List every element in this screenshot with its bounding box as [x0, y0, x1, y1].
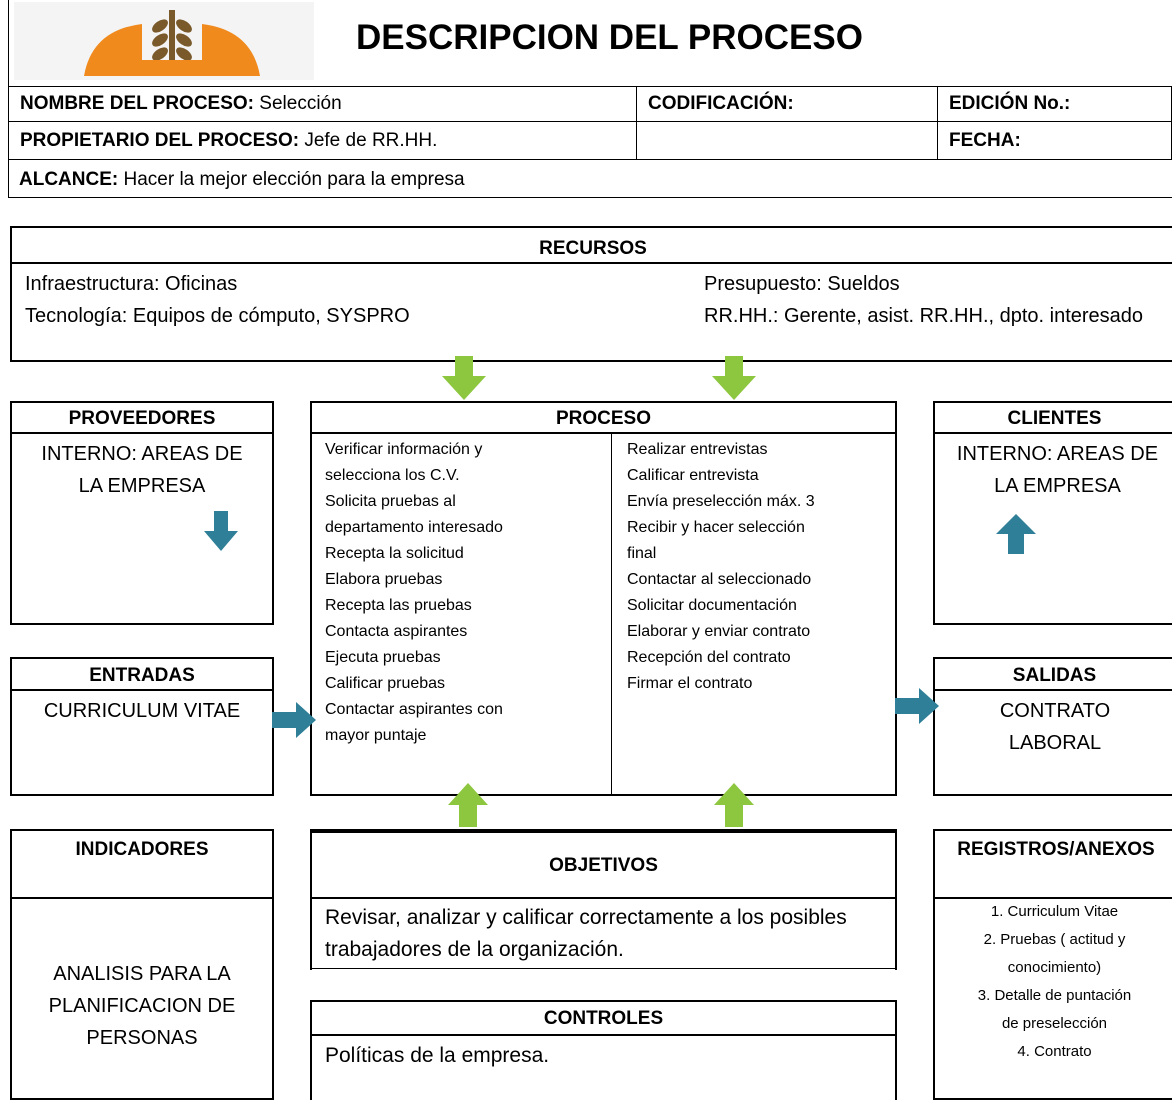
proceso-step: Contacta aspirantes: [325, 623, 468, 640]
nombre-proceso-cell: NOMBRE DEL PROCESO: Selección: [8, 86, 637, 122]
clientes-title: CLIENTES: [1007, 408, 1102, 429]
indicadores-box: [10, 829, 274, 1100]
proceso-step: Contactar al seleccionado: [627, 571, 812, 588]
salidas-divider: [933, 689, 1172, 691]
arrow-down-icon: [204, 511, 238, 551]
recursos-infraestructura: Infraestructura: Oficinas: [25, 273, 238, 295]
objetivos-text: Revisar, analizar y calificar correctame…: [325, 906, 847, 961]
proceso-left-steps: Verificar información y selecciona los C…: [325, 437, 605, 749]
registros-box: [933, 829, 1172, 1100]
proceso-column-divider: [611, 434, 612, 796]
indicadores-title: INDICADORES: [75, 839, 209, 860]
proceso-step: Calificar entrevista: [627, 467, 759, 484]
proceso-step: Calificar pruebas: [325, 675, 446, 692]
controles-box: [310, 1000, 897, 1100]
arrow-down-icon: [712, 356, 756, 400]
proceso-step: departamento interesado: [325, 519, 503, 536]
proceso-step: Verificar información y: [325, 441, 483, 458]
propietario-value: Jefe de RR.HH.: [299, 129, 438, 151]
recursos-rrhh: RR.HH.: Gerente, asist. RR.HH., dpto. in…: [704, 305, 1144, 327]
objetivos-box: [310, 829, 897, 970]
nombre-proceso-label: NOMBRE DEL PROCESO:: [20, 93, 255, 114]
fecha-cell: FECHA:: [937, 121, 1172, 160]
proceso-step: Contactar aspirantes con: [325, 701, 503, 718]
proceso-box: [310, 401, 897, 796]
registro-item: de preselección: [1001, 1015, 1108, 1032]
proceso-step: Solicitar documentación: [627, 597, 797, 614]
proceso-step: Recepción del contrato: [627, 649, 791, 666]
objetivos-divider: [310, 897, 897, 899]
recursos-presupuesto: Presupuesto: Sueldos: [704, 273, 900, 295]
arrow-down-icon: [442, 356, 486, 400]
codificacion-cell: CODIFICACIÓN:: [636, 86, 938, 122]
company-logo: [14, 2, 314, 80]
registros-list: 1. Curriculum Vitae 2. Pruebas ( actitud…: [935, 898, 1172, 1066]
arrow-up-icon: [714, 783, 754, 827]
arrow-up-icon: [448, 783, 488, 827]
proceso-step: Firmar el contrato: [627, 675, 753, 692]
entradas-divider: [10, 689, 274, 691]
clientes-box: [933, 401, 1172, 625]
proveedores-box: [10, 401, 274, 625]
propietario-cell: PROPIETARIO DEL PROCESO: Jefe de RR.HH.: [8, 121, 637, 160]
nombre-proceso-value: Selección: [254, 93, 342, 114]
alcance-label: ALCANCE:: [19, 169, 119, 190]
proceso-step: Elabora pruebas: [325, 571, 443, 588]
proceso-divider: [310, 432, 897, 434]
edicion-cell: EDICIÓN No.:: [937, 86, 1172, 122]
proceso-step: Envía preselección máx. 3: [627, 493, 815, 510]
salidas-text: CONTRATO LABORAL: [999, 700, 1111, 754]
entradas-title: ENTRADAS: [89, 665, 195, 686]
clientes-divider: [933, 432, 1172, 434]
proceso-step: Ejecuta pruebas: [325, 649, 441, 666]
page-title: DESCRIPCION DEL PROCESO: [356, 18, 863, 57]
arrow-up-icon: [996, 514, 1036, 554]
clientes-text: INTERNO: AREAS DE LA EMPRESA: [956, 443, 1159, 497]
salidas-box: [933, 657, 1172, 796]
codificacion-label: CODIFICACIÓN:: [648, 93, 794, 114]
controles-text: Políticas de la empresa.: [325, 1044, 550, 1067]
registros-title: REGISTROS/ANEXOS: [957, 839, 1155, 860]
proceso-step: Elaborar y enviar contrato: [627, 623, 811, 640]
proceso-step: Recepta las pruebas: [325, 597, 472, 614]
codificacion-value-cell: [636, 121, 938, 160]
proceso-right-steps: Realizar entrevistas Calificar entrevist…: [627, 437, 892, 697]
proceso-step: Solicita pruebas al: [325, 493, 456, 510]
objetivos-bottom: [310, 968, 897, 969]
entradas-text: CURRICULUM VITAE: [43, 700, 241, 722]
recursos-tecnologia: Tecnología: Equipos de cómputo, SYSPRO: [25, 305, 410, 327]
proceso-title: PROCESO: [555, 408, 652, 429]
salidas-title: SALIDAS: [1012, 665, 1097, 686]
arrow-right-icon: [272, 702, 316, 738]
recursos-box: [10, 226, 1172, 362]
recursos-title: RECURSOS: [539, 238, 647, 259]
proceso-step: final: [627, 545, 657, 562]
registro-item: 1. Curriculum Vitae: [990, 903, 1119, 920]
indicadores-text: ANALISIS PARA LA PLANIFICACION DE PERSON…: [48, 963, 236, 1049]
alcance-value: Hacer la mejor elección para la empresa: [118, 169, 465, 190]
fecha-label: FECHA:: [949, 129, 1021, 151]
registro-item: conocimiento): [1007, 959, 1102, 976]
registro-item: 4. Contrato: [1017, 1043, 1092, 1060]
proveedores-divider: [10, 432, 274, 434]
proceso-step: selecciona los C.V.: [325, 467, 460, 484]
controles-title: CONTROLES: [543, 1008, 664, 1029]
proceso-step: Recibir y hacer selección: [627, 519, 805, 536]
alcance-cell: ALCANCE: Hacer la mejor elección para la…: [8, 162, 1172, 198]
indicadores-divider: [10, 897, 274, 899]
edicion-label: EDICIÓN No.:: [949, 93, 1071, 114]
objetivos-title: OBJETIVOS: [549, 855, 658, 876]
registro-item: 3. Detalle de puntación: [977, 987, 1132, 1004]
propietario-label: PROPIETARIO DEL PROCESO:: [20, 129, 300, 151]
arrow-right-icon: [895, 688, 939, 724]
proceso-step: Realizar entrevistas: [627, 441, 768, 458]
registro-item: 2. Pruebas ( actitud y: [983, 931, 1126, 948]
proceso-step: Recepta la solicitud: [325, 545, 464, 562]
registros-divider: [933, 897, 1172, 899]
proceso-step: mayor puntaje: [325, 727, 427, 744]
controles-divider: [310, 1034, 897, 1036]
proveedores-title: PROVEEDORES: [68, 408, 216, 429]
recursos-divider: [10, 262, 1172, 264]
proveedores-text: INTERNO: AREAS DE LA EMPRESA: [41, 443, 243, 497]
